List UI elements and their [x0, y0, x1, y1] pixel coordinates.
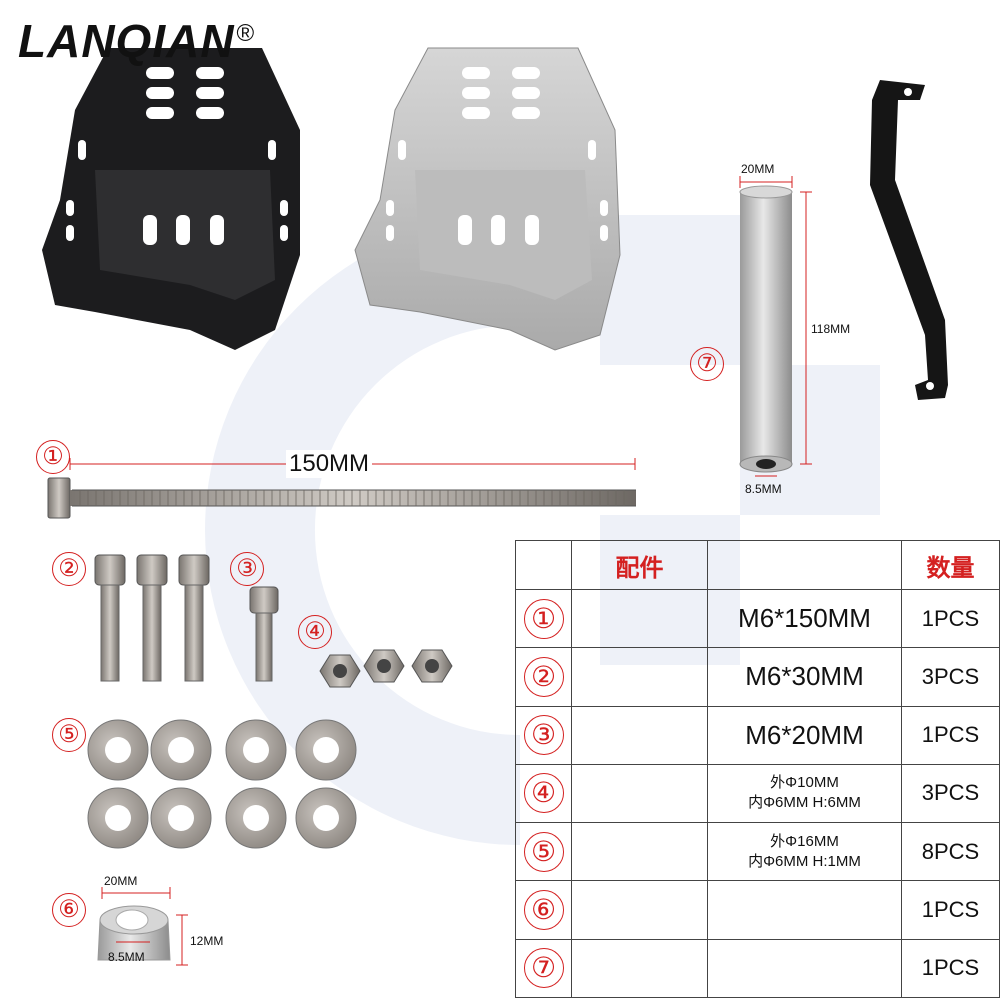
row-spec: M6*150MM: [738, 603, 871, 634]
brand-logo: LANQIAN®: [18, 18, 255, 64]
row-spec: M6*30MM: [745, 661, 864, 692]
row-spec-detail: 内Φ6MM H:1MM: [748, 852, 861, 870]
row-spec: 外Φ16MM: [770, 832, 839, 850]
bolts-part-2: [94, 554, 210, 682]
row-spec: 外Φ10MM: [770, 774, 839, 792]
part-marker-4: ④: [298, 615, 332, 649]
table-row: ⑦ 1PCS: [515, 938, 1000, 999]
part-marker-5: ⑤: [52, 718, 86, 752]
part-marker-2: ②: [52, 552, 86, 586]
row-quantity: 3PCS: [901, 763, 1000, 824]
washers-part-5: [87, 719, 357, 849]
table-header-row: 配件 数量: [515, 540, 1000, 590]
table-row: ③ M6*20MM 1PCS: [515, 705, 1000, 765]
bolt-length-label: 150MM: [286, 450, 373, 478]
row-spec-detail: 内Φ6MM H:6MM: [748, 794, 861, 812]
row-quantity: 8PCS: [901, 822, 1000, 882]
table-row: ② M6*30MM 3PCS: [515, 647, 1000, 707]
spacer-width-label: 20MM: [104, 874, 138, 888]
row-quantity: 3PCS: [901, 647, 1000, 707]
row-number: ⑦: [523, 948, 564, 989]
nuts-part-4: [319, 649, 453, 688]
row-number: ⑥: [523, 890, 564, 931]
row-spec: M6*20MM: [745, 719, 864, 750]
table-row: ① M6*150MM 1PCS: [515, 588, 1000, 649]
black-skid-plate: [42, 48, 300, 350]
row-quantity: 1PCS: [901, 705, 1000, 765]
row-quantity: 1PCS: [901, 588, 1000, 649]
parts-table: 配件 数量 ① M6*150MM 1PCS ② M6*30MM 3PCS ③ M…: [515, 540, 1000, 999]
part-marker-1: ①: [36, 440, 70, 474]
header-parts: 配件: [571, 540, 708, 590]
table-header-blank: [707, 540, 902, 590]
table-row: ④ 外Φ10MM 内Φ6MM H:6MM 3PCS: [515, 763, 1000, 824]
sleeve-width-label: 20MM: [741, 162, 775, 176]
part-marker-6: ⑥: [52, 893, 86, 927]
silver-skid-plate: [354, 47, 621, 351]
registered-mark: ®: [236, 19, 256, 47]
row-number: ②: [523, 656, 564, 697]
spacer-height-label: 12MM: [190, 934, 224, 948]
row-number: ①: [523, 598, 564, 639]
row-number: ③: [523, 715, 564, 756]
row-quantity: 1PCS: [901, 938, 1000, 999]
part-marker-3: ③: [230, 552, 264, 586]
row-number: ④: [523, 773, 564, 814]
spacer-part-6: [97, 887, 188, 966]
spacer-hole-label: 8.5MM: [108, 950, 145, 964]
sleeve-hole-label: 8.5MM: [745, 482, 782, 496]
table-row: ⑤ 外Φ16MM 内Φ6MM H:1MM 8PCS: [515, 822, 1000, 882]
mounting-bracket: [870, 80, 948, 400]
bolt-part-3: [249, 586, 279, 682]
part-marker-7: ⑦: [690, 347, 724, 381]
brand-name: LANQIAN: [18, 15, 235, 67]
table-header-blank: [515, 540, 572, 590]
row-number: ⑤: [523, 831, 564, 872]
sleeve-part-7: [739, 176, 812, 477]
table-row: ⑥ 1PCS: [515, 880, 1000, 940]
header-quantity: 数量: [901, 540, 1000, 590]
sleeve-length-label: 118MM: [811, 322, 851, 336]
row-quantity: 1PCS: [901, 880, 1000, 940]
